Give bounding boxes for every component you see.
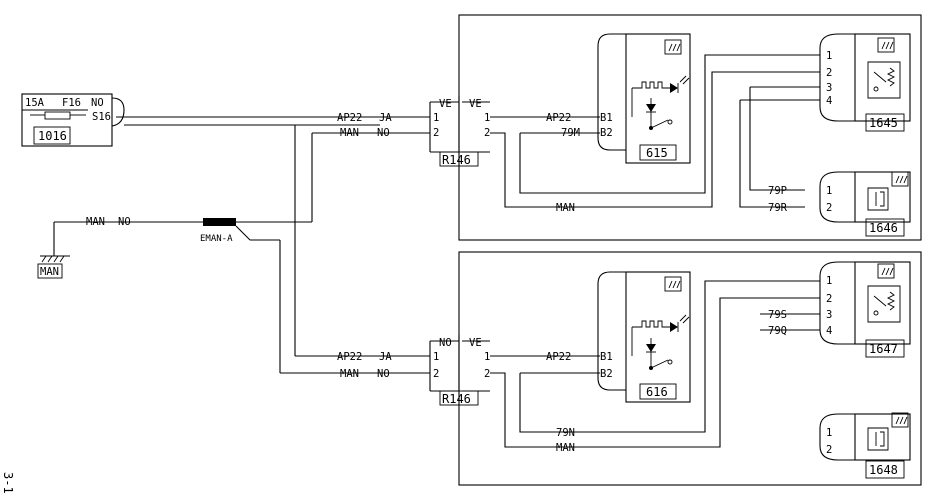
page-side-label: 3-1 — [1, 472, 15, 494]
connector-bottom-ref: R146 — [442, 392, 471, 406]
heater-1647-ref: 1647 — [869, 342, 898, 356]
seat-switch-616: B1 B2 616 — [597, 271, 691, 403]
connector-r146-bottom: NO VE 1 2 1 2 R146 — [429, 335, 490, 406]
heater-1645-pin2: 2 — [826, 67, 832, 79]
seat-switch-615: B1 B2 615 — [597, 33, 691, 164]
switch-615-ref: 615 — [646, 146, 668, 160]
seat-heater-icon — [668, 280, 681, 289]
wire-ap22-top: AP22 — [337, 112, 362, 124]
ground-label: MAN — [40, 266, 59, 278]
connector-bottom-pin1-l: 1 — [433, 351, 439, 363]
wire-ap22-bottom: AP22 — [337, 351, 362, 363]
wire-man-top: MAN — [340, 127, 359, 139]
wire-ja-bottom: JA — [379, 351, 392, 363]
splice-label: EMAN-A — [200, 234, 233, 244]
switch-616-b1: B1 — [600, 351, 613, 363]
wire-79m: 79M — [561, 127, 580, 139]
wire-no-bottom: NO — [377, 368, 390, 380]
heater-1648: 1 2 1648 — [819, 412, 911, 479]
connector-top-left-color: VE — [439, 98, 452, 110]
wire-79n: 79N — [556, 427, 575, 439]
switch-615-b1: B1 — [600, 112, 613, 124]
wire-ja-top: JA — [379, 112, 392, 124]
heater-1647-pin1: 1 — [826, 275, 832, 287]
fuse-out-color: NO — [91, 97, 104, 109]
heater-1646-ref: 1646 — [869, 221, 898, 235]
ground-wire-label: MAN — [86, 216, 105, 228]
switch-616-ref: 616 — [646, 385, 668, 399]
fuse-id: F16 — [62, 97, 81, 109]
connector-top-ref: R146 — [442, 153, 471, 167]
seat-heater-icon — [881, 267, 894, 276]
heater-1648-ref: 1648 — [869, 463, 898, 477]
connector-bottom-pin1-r: 1 — [484, 351, 490, 363]
heater-1647-pin2: 2 — [826, 293, 832, 305]
connector-bottom-left-color: NO — [439, 337, 452, 349]
heater-1647-pin3: 3 — [826, 309, 832, 321]
wire-ap22-616: AP22 — [546, 351, 571, 363]
fuse-ref: 1016 — [38, 129, 67, 143]
heater-1648-pin1: 1 — [826, 427, 832, 439]
heater-1645-pin1: 1 — [826, 50, 832, 62]
heater-1646-pin1: 1 — [826, 185, 832, 197]
seat-heater-icon — [895, 416, 908, 425]
heater-1646-pin2: 2 — [826, 202, 832, 214]
connector-r146-top: VE VE 1 2 1 2 R146 — [429, 96, 490, 167]
fuse-box: 15A F16 NO S16 1016 — [21, 93, 113, 147]
fuse-rating: 15A — [25, 97, 45, 109]
heater-1648-pin2: 2 — [826, 444, 832, 456]
connector-top-pin2-l: 2 — [433, 127, 439, 139]
heater-1645-pin4: 4 — [826, 95, 832, 107]
wire-ap22-615: AP22 — [546, 112, 571, 124]
wire-79r: 79R — [768, 202, 788, 214]
seat-heater-icon — [668, 43, 681, 52]
seat-heater-icon — [881, 41, 894, 50]
connector-top-pin1-l: 1 — [433, 112, 439, 124]
heater-1647-pin4: 4 — [826, 325, 832, 337]
wire-man-bottom: MAN — [340, 368, 359, 380]
ground-wire-color: NO — [118, 216, 131, 228]
connector-top-pin1-r: 1 — [484, 112, 490, 124]
connector-bottom-pin2-l: 2 — [433, 368, 439, 380]
connector-top-right-color: VE — [469, 98, 482, 110]
wire-79p: 79P — [768, 185, 787, 197]
connector-top-pin2-r: 2 — [484, 127, 490, 139]
wire-no-top: NO — [377, 127, 390, 139]
heater-1645-pin3: 3 — [826, 82, 832, 94]
wire-79q: 79Q — [768, 325, 787, 337]
fuse-out-code: S16 — [92, 111, 111, 123]
heater-1645-ref: 1645 — [869, 116, 898, 130]
ground-symbol: MAN — [37, 222, 70, 279]
seat-heater-icon — [895, 175, 908, 184]
heater-1645: 1 2 3 4 1645 — [819, 33, 911, 132]
connector-bottom-right-color: VE — [469, 337, 482, 349]
switch-616-b2: B2 — [600, 368, 613, 380]
heater-1647: 1 2 3 4 1647 — [819, 261, 911, 358]
splice-eman-a: EMAN-A — [200, 218, 280, 244]
wire-79s: 79S — [768, 309, 787, 321]
wire-man-616: MAN — [556, 442, 575, 454]
switch-615-b2: B2 — [600, 127, 613, 139]
connector-bottom-pin2-r: 2 — [484, 368, 490, 380]
heater-1646: 1 2 1646 — [819, 171, 911, 237]
wire-man-615: MAN — [556, 202, 575, 214]
